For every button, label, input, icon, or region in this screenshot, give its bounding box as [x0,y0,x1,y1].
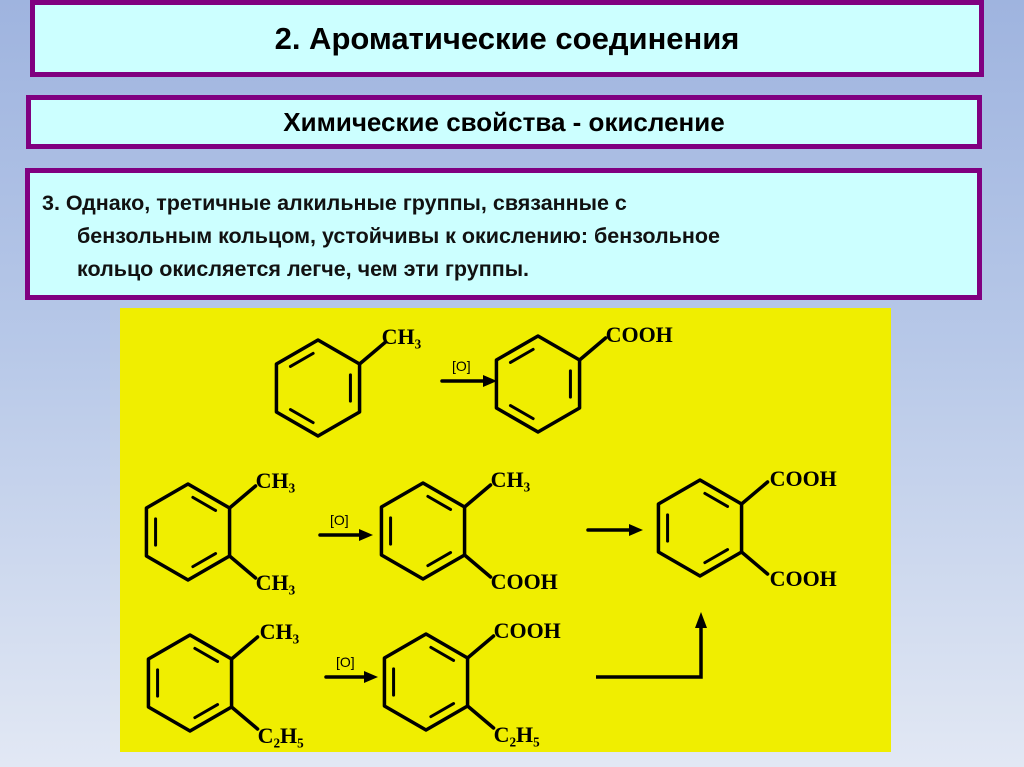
substituent-label-toluic-cooh: COOH [491,569,558,594]
substituent-bond [739,550,770,576]
arrow-head-icon [364,671,378,683]
substituent-bond [465,704,496,730]
body-text-box: 3. Однако, третичные алкильные группы, с… [25,168,982,300]
double-bond-line [193,703,220,720]
double-bond-line [426,494,453,511]
body-line: 3. Однако, третичные алкильные группы, с… [42,191,627,215]
slide-subtitle: Химические свойства - окисление [283,106,725,137]
bent-reaction-arrow [596,625,703,679]
double-bond-line [703,548,730,565]
double-bond-line [193,646,220,663]
oxidant-label: [O] [336,654,355,670]
substituent-label-oxylene-ch3-bottom: CH₃ [256,570,296,595]
substituent-label-toluic-ch3: CH₃ [491,467,531,492]
body-line: кольцо окисляется легче, чем эти группы. [77,257,530,281]
title-box: 2. Ароматические соединения [30,0,984,77]
substituent-label-ethyltoluene-ch3: CH₃ [260,619,300,644]
reaction-scheme-panel [120,308,891,752]
substituent-label-ethylbenzoic-c2h5: C₂H₅ [494,722,541,747]
substituent-label-phthalic-cooh-bottom: COOH [770,566,837,591]
double-bond-line [288,408,315,425]
arrow-head-icon [629,524,643,536]
substituent-bond [577,336,608,362]
substituent-label-toluene-ch3: CH₃ [382,324,422,349]
substituent-label-oxylene-ch3-top: CH₃ [256,468,296,493]
double-bond-line [288,351,315,368]
substituent-bond [739,480,770,506]
substituent-label-phthalic-cooh-top: COOH [770,466,837,491]
double-bond-line [191,552,218,569]
oxidant-label: [O] [330,512,349,528]
substituent-bond [229,635,260,661]
substituent-bond [229,705,260,731]
slide-title: 2. Ароматические соединения [274,20,740,56]
substituent-bond [227,554,258,580]
substituent-bond [357,340,388,366]
toluene-ring [274,338,362,438]
arrow-head-icon [483,375,497,387]
ethyltoluene-ring [146,633,234,733]
substituent-label-benzoic-cooh: COOH [606,322,673,347]
arrow-head-icon [695,612,707,628]
substituent-bond [462,483,493,509]
double-bond-line [429,702,456,719]
body-line: бензольным кольцом, устойчивы к окислени… [77,224,720,248]
double-bond-line [508,404,535,421]
phthalic-acid-ring [656,478,744,578]
double-bond-line [508,347,535,364]
double-bond-line [429,645,456,662]
substituent-bond [462,553,493,579]
benzoic-acid-ring [494,334,582,434]
toluic-acid-ring [379,481,467,581]
substituent-label-ethylbenzoic-cooh: COOH [494,618,561,643]
substituent-bond [465,634,496,660]
double-bond-line [426,551,453,568]
oxidant-label: [O] [452,358,471,374]
arrow-head-icon [359,529,373,541]
o-xylene-ring [144,482,232,582]
subtitle-box: Химические свойства - окисление [26,95,982,149]
double-bond-line [191,495,218,512]
substituent-bond [227,484,258,510]
ethylbenzoic-acid-ring [382,632,470,732]
double-bond-line [703,491,730,508]
substituent-label-ethyltoluene-c2h5: C₂H₅ [258,723,305,748]
